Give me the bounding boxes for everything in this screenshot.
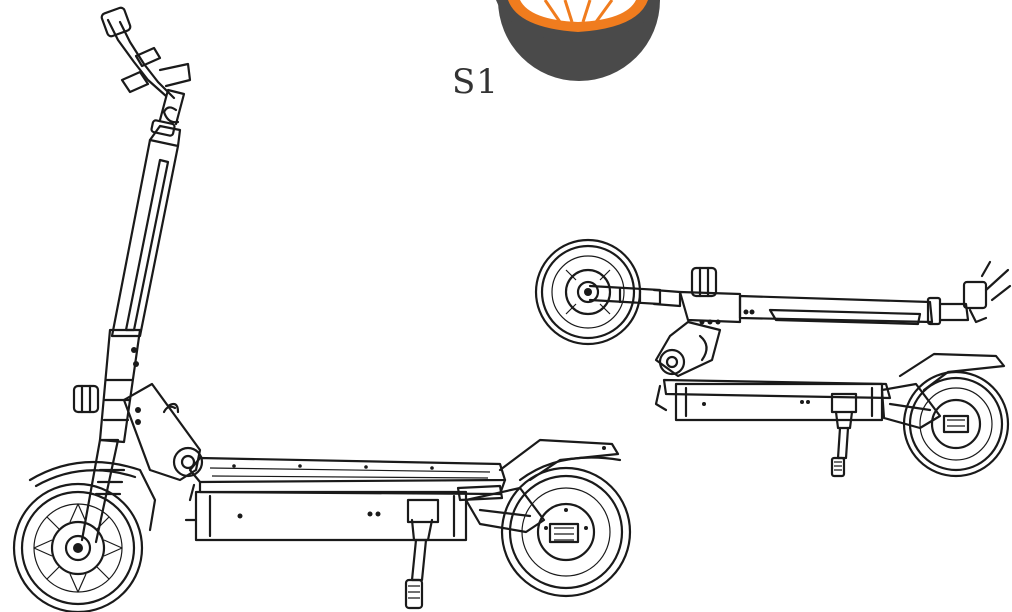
scooter-folded-drawing [534, 238, 1012, 478]
deck [184, 456, 507, 542]
folded-rear-wheel [902, 370, 1010, 478]
scooter-upright-drawing [12, 6, 632, 612]
front-wheel [12, 482, 144, 612]
folded-front-wheel [534, 238, 642, 346]
rear-wheel [500, 466, 632, 598]
folded-deck [654, 378, 892, 422]
folded-kickstand [830, 392, 858, 478]
model-name-label: S1 [452, 62, 499, 102]
kickstand [404, 498, 440, 610]
logo-wheel [496, 0, 660, 81]
